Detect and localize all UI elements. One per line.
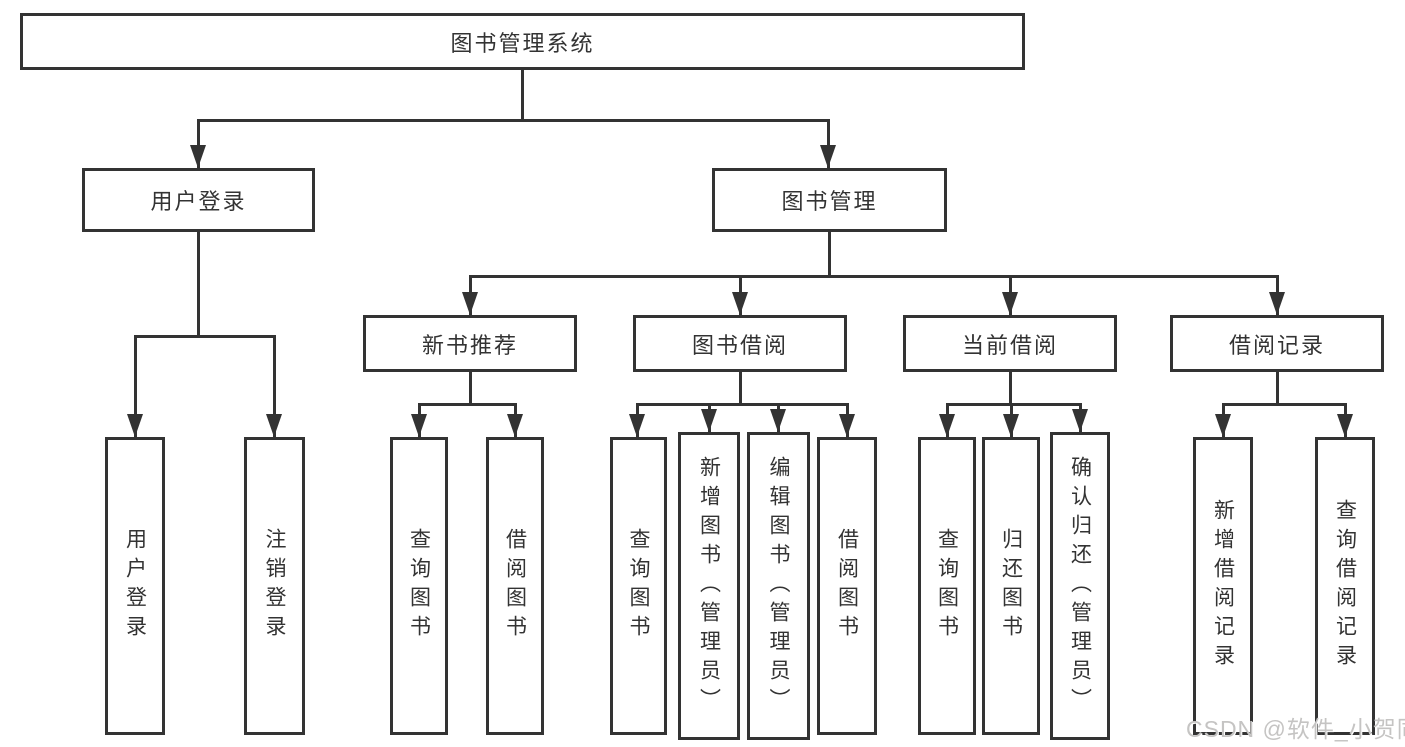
arrow-down-icon (820, 145, 836, 168)
arrow-down-icon (770, 409, 786, 432)
leaf-label: 借阅图书 (835, 528, 859, 644)
node-label: 用户登录 (150, 189, 247, 214)
arrow-down-icon (266, 414, 282, 437)
leaf-user-login: 用户登录 (105, 437, 165, 735)
node-library-management-system: 图书管理系统 (20, 13, 1025, 70)
leaf-label: 新增借阅记录 (1211, 499, 1235, 673)
connector-user-login-split (134, 335, 275, 338)
arrow-down-icon (1003, 414, 1019, 437)
node-label: 新书推荐 (421, 332, 518, 358)
node-book-borrowing: 图书借阅 (633, 315, 847, 372)
leaf-label: 归还图书 (999, 528, 1023, 644)
node-book-management: 图书管理 (712, 168, 947, 232)
leaf-query-borrow-record: 查询借阅记录 (1315, 437, 1375, 735)
connector-g4-stem (1009, 372, 1012, 405)
leaf-label: 查询图书 (627, 528, 650, 644)
leaf-logout: 注销登录 (244, 437, 305, 735)
node-user-login: 用户登录 (82, 168, 315, 232)
node-label: 图书借阅 (691, 332, 788, 358)
leaf-add-book-admin: 新增图书（管理员） (678, 432, 740, 740)
arrow-down-icon (629, 414, 645, 437)
connector-g2-stem (469, 372, 472, 405)
leaf-label: 新增图书（管理员） (697, 455, 721, 717)
arrow-down-icon (190, 145, 206, 168)
arrow-down-icon (1072, 409, 1088, 432)
csdn-watermark: CSDN @软件_小贺同学 (1186, 716, 1405, 742)
arrow-down-icon (1337, 414, 1353, 437)
leaf-add-borrow-record: 新增借阅记录 (1193, 437, 1253, 735)
arrow-down-icon (839, 414, 855, 437)
arrow-down-icon (939, 414, 955, 437)
connector-g3-split (636, 403, 848, 406)
leaf-edit-book-admin: 编辑图书（管理员） (747, 432, 810, 740)
connector-to-book-management (827, 119, 830, 168)
leaf-label: 查询图书 (407, 528, 431, 644)
node-label: 借阅记录 (1228, 332, 1325, 358)
leaf-confirm-return-admin: 确认归还（管理员） (1050, 432, 1110, 740)
arrow-down-icon (1002, 292, 1018, 315)
arrow-down-icon (462, 292, 478, 315)
arrow-down-icon (507, 414, 523, 437)
connector-level3-split (469, 275, 1278, 278)
arrow-down-icon (701, 409, 717, 432)
leaf-query-books: 查询图书 (390, 437, 448, 735)
node-borrowing-records: 借阅记录 (1170, 315, 1384, 372)
arrow-down-icon (127, 414, 143, 437)
connector-g4-split (946, 403, 1082, 406)
leaf-query-books: 查询图书 (918, 437, 976, 735)
leaf-label: 查询借阅记录 (1333, 499, 1357, 673)
node-new-book-recommendation: 新书推荐 (363, 315, 577, 372)
connector-root-stem (521, 70, 524, 120)
arrow-down-icon (732, 292, 748, 315)
connector-root-split (197, 119, 830, 122)
leaf-label: 借阅图书 (503, 528, 527, 644)
node-current-borrowing: 当前借阅 (903, 315, 1117, 372)
connector-g3-stem (739, 372, 742, 405)
arrow-down-icon (1215, 414, 1231, 437)
leaf-return-books: 归还图书 (982, 437, 1040, 735)
leaf-label: 用户登录 (123, 528, 147, 644)
connector-g5-split (1222, 403, 1347, 406)
arrow-down-icon (1269, 292, 1285, 315)
connector-user-login-stem (197, 232, 200, 337)
node-label: 当前借阅 (961, 332, 1058, 358)
connector-g5-stem (1276, 372, 1279, 405)
leaf-borrow-books: 借阅图书 (817, 437, 877, 735)
connector-to-leaf (134, 335, 137, 437)
leaf-label: 确认归还（管理员） (1068, 455, 1092, 717)
connector-g2-split (418, 403, 516, 406)
arrow-down-icon (411, 414, 427, 437)
connector-to-leaf (273, 335, 276, 437)
leaf-label: 编辑图书（管理员） (767, 455, 790, 717)
connector-to-user-login (197, 119, 200, 168)
leaf-borrow-books: 借阅图书 (486, 437, 544, 735)
leaf-label: 查询图书 (935, 528, 959, 644)
connector-book-management-stem (828, 232, 831, 277)
leaf-query-books: 查询图书 (610, 437, 667, 735)
node-label: 图书管理 (781, 189, 878, 214)
leaf-label: 注销登录 (263, 528, 286, 644)
node-label: 图书管理系统 (450, 30, 595, 56)
